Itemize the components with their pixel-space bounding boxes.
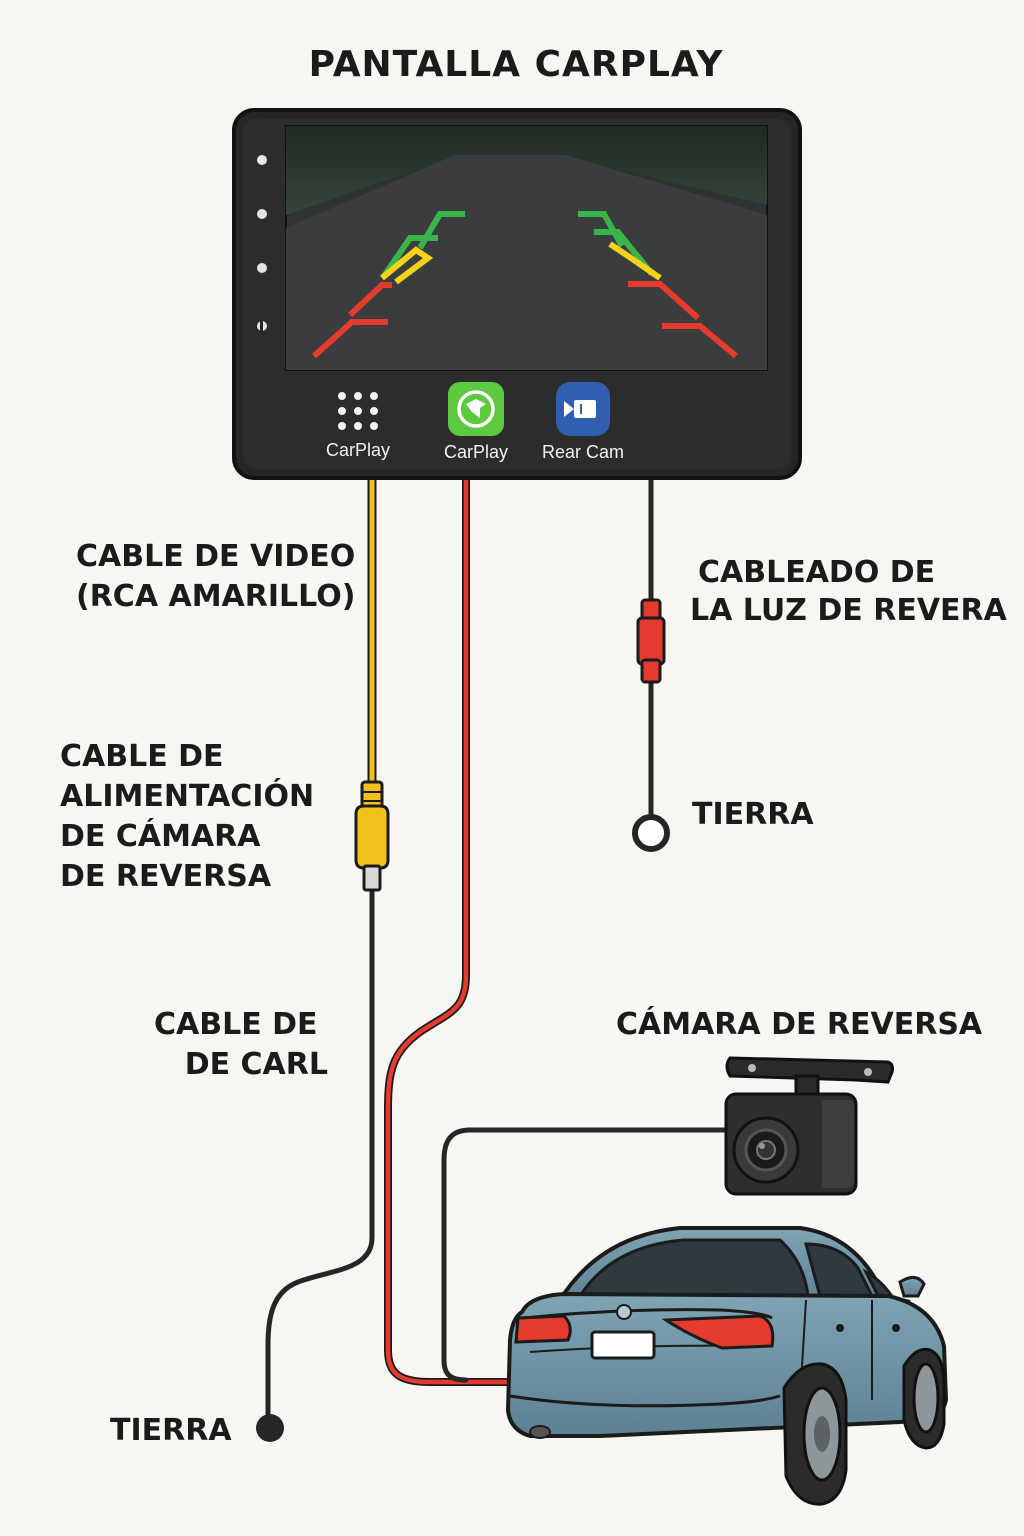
car bbox=[505, 1226, 949, 1506]
app-label: Rear Cam bbox=[542, 442, 624, 462]
guide-line-green bbox=[381, 235, 438, 278]
power-cable-wire-fill bbox=[385, 477, 607, 1385]
guide-line-green bbox=[594, 229, 655, 276]
reverse-light-label: CABLEADO DE LA LUZ DE REVERA bbox=[690, 555, 1008, 628]
app-label: CarPlay bbox=[326, 440, 390, 460]
app-rear-cam[interactable]: Rear Cam bbox=[542, 382, 624, 462]
ground-terminal-left bbox=[256, 1414, 284, 1442]
video-cable-label: CABLE DE VIDEO (RCA AMARILLO) bbox=[76, 539, 366, 614]
grid-icon bbox=[338, 392, 378, 430]
app-carplay-grid[interactable]: CarPlay bbox=[326, 392, 390, 460]
camera-cable-wire bbox=[441, 1127, 731, 1383]
ground-ring-terminal bbox=[632, 814, 670, 852]
camera-label: CÁMARA DE REVERSA bbox=[616, 1006, 983, 1042]
guide-line-red bbox=[347, 282, 392, 318]
side-button[interactable] bbox=[257, 155, 267, 165]
guide-line-red bbox=[311, 319, 388, 359]
guide-line-red bbox=[662, 323, 738, 359]
guide-line-green bbox=[578, 211, 625, 248]
car-wheel bbox=[902, 1347, 946, 1450]
carl-cable-wire bbox=[265, 887, 375, 1425]
inline-fuse bbox=[636, 598, 666, 684]
app-label: CarPlay bbox=[444, 442, 508, 462]
rca-connector bbox=[354, 780, 390, 892]
page-title: PANTALLA CARPLAY bbox=[309, 44, 724, 85]
app-carplay[interactable]: CarPlay bbox=[444, 382, 508, 462]
guide-line-yellow bbox=[608, 241, 662, 281]
side-button[interactable] bbox=[257, 263, 267, 273]
reverse-camera bbox=[724, 1056, 894, 1196]
ground-label-right: TIERRA bbox=[692, 797, 814, 832]
rear-camera-view bbox=[285, 125, 768, 371]
ground-label-left: TIERRA bbox=[110, 1413, 232, 1448]
guide-line-red bbox=[628, 281, 701, 321]
carl-cable-label: CABLE DE DE CARL bbox=[154, 1007, 328, 1082]
camera-power-label: CABLE DE ALIMENTACIÓN DE CÁMARA DE REVER… bbox=[60, 739, 325, 894]
car-wheel bbox=[782, 1362, 848, 1506]
carplay-screen: CarPlay CarPlay Rear Cam bbox=[232, 108, 802, 480]
guide-line-yellow bbox=[380, 246, 434, 285]
side-button[interactable] bbox=[257, 209, 267, 219]
power-cable-wire bbox=[384, 476, 608, 1386]
